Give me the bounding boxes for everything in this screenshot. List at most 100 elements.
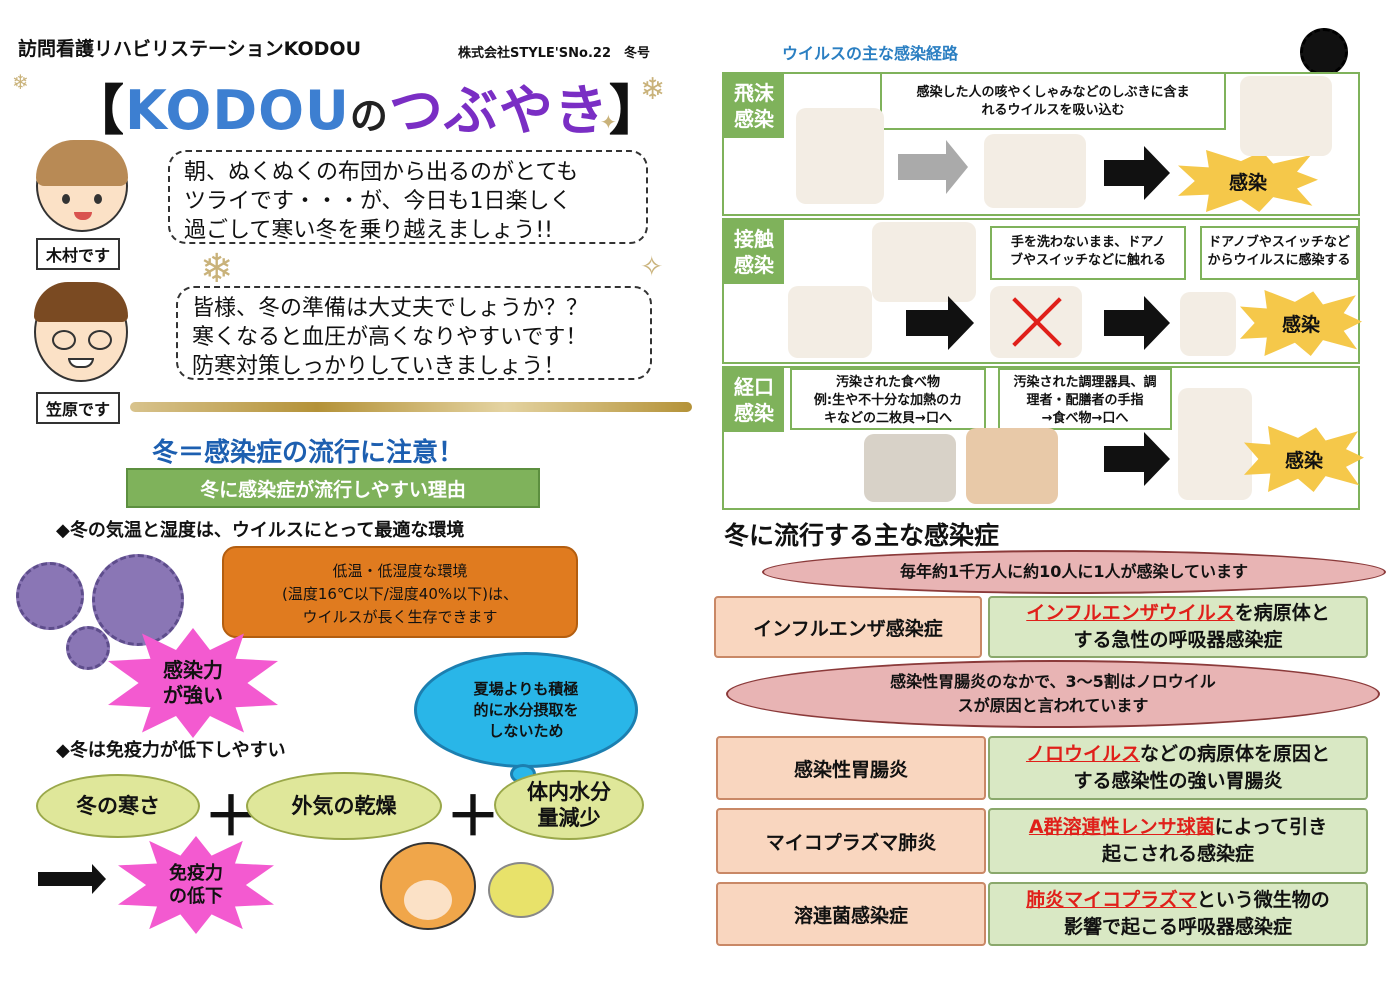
infection-section-title: 冬＝感染症の流行に注意！ [152, 438, 465, 468]
disease-name-gastroenteritis: 感染性胃腸炎 [716, 736, 986, 800]
speech-line: 感染した人の咳やくしゃみなどのしぶきに含ま [916, 85, 1190, 100]
speech-line: ツライです・・・が、今日も1日楽しく [184, 189, 572, 214]
desc-text: などの病原体を原因と [1140, 743, 1331, 765]
elderly-couple-illustration [984, 134, 1086, 208]
contact-step2: ドアノブやスイッチなど からウイルスに感染する [1200, 226, 1358, 280]
desc-text: 影響で起こる呼吸器感染症 [1063, 916, 1292, 938]
logo-bracket-close: 】 [608, 79, 664, 142]
desc-text: を病原体と [1234, 602, 1330, 624]
environment-line: 低温・低湿度な環境 [332, 562, 468, 580]
pathogen-name: ノロウイルス [1025, 743, 1140, 765]
gray-arrow-icon [898, 154, 948, 180]
black-arrow-icon [1104, 160, 1146, 186]
note-line: スが原因と言われています [957, 696, 1149, 715]
sick-in-bed-illustration [1240, 76, 1332, 156]
oval-line: 量減少 [537, 806, 601, 830]
pathogen-name: A群溶連性レンサ球菌 [1028, 816, 1215, 838]
factor-cold: 冬の寒さ [36, 774, 200, 838]
coughing-person-illustration [788, 286, 872, 358]
black-arrow-icon [1104, 446, 1146, 472]
pathogen-name: インフルエンザウイルス [1026, 602, 1235, 624]
factor-body-water: 体内水分 量減少 [494, 770, 644, 840]
speech-line: ブやスイッチなどに触れる [1009, 253, 1166, 268]
desc-text: という微生物の [1196, 889, 1330, 911]
burst-line: の低下 [169, 886, 223, 907]
pathogen-name: 肺炎マイコプラズマ [1026, 889, 1197, 911]
dirty-hands-illustration [872, 222, 976, 302]
snowflake-icon: ✦ [600, 110, 617, 134]
speech-line: 防寒対策しっかりしていきましょう！ [192, 354, 566, 379]
environment-line: (温度16℃以下/湿度40%以下)は、 [281, 585, 519, 603]
environment-box: 低温・低湿度な環境 (温度16℃以下/湿度40%以下)は、 ウイルスが長く生存で… [222, 546, 578, 638]
gray-arrowhead [946, 140, 968, 194]
snowflake-icon: ❄ [640, 72, 666, 107]
oral-step1: 汚染された食べ物 例:生や不十分な加熱のカ キなどの二枚貝→口へ [790, 368, 986, 430]
oral-label: 経口感染 [724, 368, 784, 432]
sick-child-illustration [380, 842, 476, 930]
disease-name-strep: 溶連菌感染症 [716, 882, 986, 946]
speech-line: 手を洗わないまま、ドアノ [1010, 235, 1166, 250]
speech-line: 理者・配膳者の手指 [1026, 393, 1144, 408]
speech-line: からウイルスに感染する [1207, 253, 1351, 268]
oral-step2: 汚染された調理器具、調 理者・配膳者の手指 →食べ物→口へ [998, 368, 1172, 430]
virus-icon [16, 562, 84, 630]
speech-line: ドアノブやスイッチなど [1208, 235, 1350, 250]
disease-name-mycoplasma: マイコプラズマ肺炎 [716, 808, 986, 874]
black-arrowhead [1144, 146, 1170, 200]
logo-brand: KODOU [125, 79, 350, 142]
black-arrowhead [1144, 432, 1170, 486]
plus-sign: ＋ [446, 785, 500, 848]
black-arrow-icon [1104, 310, 1146, 336]
snowflake-icon: ❄ [200, 246, 234, 292]
hydration-cloud: 夏場よりも積極 的に水分摂取を しないため [414, 652, 638, 768]
arrowhead [92, 864, 106, 894]
cloud-line: 的に水分摂取を [473, 700, 579, 719]
disease-name-influenza: インフルエンザ感染症 [714, 596, 982, 658]
label-line: 接触 [734, 227, 774, 251]
environment-line: ウイルスが長く生存できます [302, 608, 498, 626]
black-arrowhead [948, 296, 974, 350]
diseases-title: 冬に流行する主な感染症 [724, 521, 1000, 550]
logo-bracket-open: 【 [70, 79, 125, 142]
disease-desc-strep: 肺炎マイコプラズマという微生物の影響で起こる呼吸器感染症 [988, 882, 1368, 946]
droplet-description: 感染した人の咳やくしゃみなどのしぶきに含ま れるウイルスを吸い込む [880, 72, 1226, 130]
desc-text: 起こされる感染症 [1101, 843, 1254, 865]
cloud-line: 夏場よりも積極 [473, 679, 579, 698]
virus-icon [66, 626, 110, 670]
chick-illustration [488, 862, 554, 918]
label-line: 経口 [734, 375, 774, 399]
routes-title: ウイルスの主な感染経路 [782, 44, 959, 63]
factor-dry-air: 外気の乾燥 [246, 772, 442, 840]
speech-line: 過ごして寒い冬を乗り越えましょう!! [184, 218, 553, 243]
influenza-note: 毎年約1千万人に約10人に1人が感染しています [762, 550, 1386, 594]
desc-text: する急性の呼吸器感染症 [1073, 629, 1283, 651]
kimura-name: 木村です [36, 238, 121, 270]
label-line: 飛沫 [734, 81, 774, 105]
newsletter-logo: 【KODOUのつぶやき】 [70, 66, 664, 145]
note-line: 感染性胃腸炎のなかで、3～5割はノロウイル [890, 672, 1216, 691]
sick-child-illustration [1180, 292, 1236, 356]
point-temperature-humidity: ◆冬の気温と湿度は、ウイルスにとって最適な環境 [56, 520, 465, 541]
speech-line: キなどの二枚貝→口へ [824, 411, 952, 426]
disease-desc-influenza: インフルエンザウイルスを病原体とする急性の呼吸器感染症 [988, 596, 1368, 658]
norovirus-note: 感染性胃腸炎のなかで、3～5割はノロウイルスが原因と言われています [726, 660, 1380, 728]
no-handwash-illustration [990, 286, 1082, 358]
contact-label: 接触感染 [724, 220, 784, 284]
label-line: 感染 [734, 401, 774, 425]
kasahara-speech-bubble: 皆様、冬の準備は大丈夫でしょうか？？ 寒くなると血圧が高くなりやすいです！ 防寒… [176, 286, 652, 380]
speech-line: れるウイルスを吸い込む [981, 103, 1125, 118]
logo-no: の [349, 94, 389, 138]
header-org: 訪問看護リハビリステーションKODOU [18, 38, 361, 60]
black-arrowhead [1144, 296, 1170, 350]
label-line: 感染 [734, 107, 774, 131]
black-arrow-icon [906, 310, 950, 336]
droplet-label: 飛沫感染 [724, 74, 784, 138]
sparkle-icon: ✧ [640, 250, 664, 283]
point-immunity: ◆冬は免疫力が低下しやすい [56, 740, 286, 761]
speech-line: 寒くなると血圧が高くなりやすいです！ [192, 325, 588, 350]
speech-line: 汚染された食べ物 [835, 375, 940, 390]
burst-line: 免疫力 [169, 863, 223, 884]
disease-desc-gastroenteritis: ノロウイルスなどの病原体を原因とする感染性の強い胃腸炎 [988, 736, 1368, 800]
speech-line: 汚染された調理器具、調 [1013, 375, 1157, 390]
burst-line: 感染力 [163, 658, 223, 682]
